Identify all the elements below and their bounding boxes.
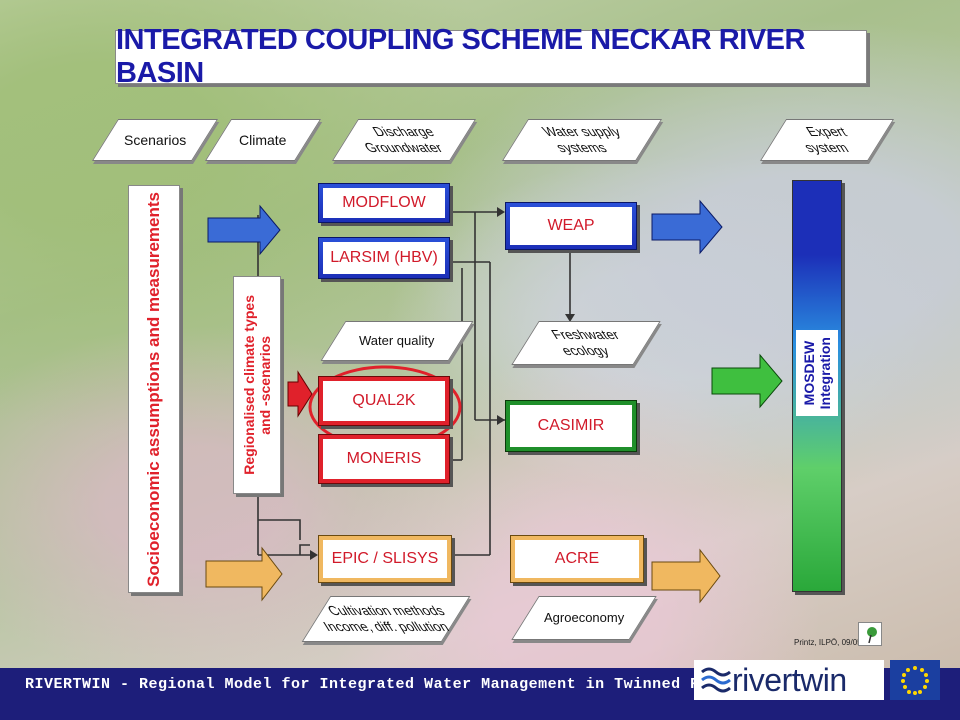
moneris-box: MONERIS <box>318 434 450 484</box>
mosdew-label: MOSDEW Integration <box>801 336 833 410</box>
epic-box: EPIC / SLISYS <box>318 535 452 583</box>
mosdew-label-box: MOSDEW Integration <box>796 330 838 416</box>
tree-icon <box>858 622 882 646</box>
epic-label: EPIC / SLISYS <box>323 540 447 578</box>
larsim-label: LARSIM (HBV) <box>323 242 445 274</box>
socioeconomic-label: Socioeconomic assumptions and measuremen… <box>144 191 163 587</box>
logo-text: rivertwin <box>732 661 847 698</box>
climate-box: Regionalised climate types and -scenario… <box>233 276 281 494</box>
climate-label: Regionalised climate types and -scenario… <box>241 295 273 475</box>
socioeconomic-box: Socioeconomic assumptions and measuremen… <box>128 185 180 593</box>
weap-box: WEAP <box>505 202 637 250</box>
title-box: INTEGRATED COUPLING SCHEME NECKAR RIVER … <box>115 24 867 89</box>
moneris-label: MONERIS <box>323 439 445 479</box>
rivertwin-logo: rivertwin <box>694 660 884 700</box>
wave-icon <box>701 667 731 693</box>
qual2k-label: QUAL2K <box>323 381 445 421</box>
credit-text: Printz, ILPÖ, 09/05 <box>794 638 862 647</box>
eu-flag-icon <box>890 660 940 700</box>
arrow-blue-climate <box>207 204 281 256</box>
modflow-label: MODFLOW <box>323 188 445 218</box>
qual2k-box: QUAL2K <box>318 376 450 426</box>
larsim-box: LARSIM (HBV) <box>318 237 450 279</box>
page-title: INTEGRATED COUPLING SCHEME NECKAR RIVER … <box>116 24 805 89</box>
acre-box: ACRE <box>510 535 644 583</box>
casimir-label: CASIMIR <box>510 405 632 447</box>
water-quality-label: Water quality <box>359 333 435 348</box>
agroeconomy-label: Agroeconomy <box>543 610 625 625</box>
water-quality-header: Water quality <box>320 321 474 361</box>
casimir-box: CASIMIR <box>505 400 637 452</box>
acre-label: ACRE <box>515 540 639 578</box>
footer-text: RIVERTWIN - Regional Model for Integrate… <box>25 676 805 693</box>
weap-label: WEAP <box>510 207 632 245</box>
modflow-box: MODFLOW <box>318 183 450 223</box>
